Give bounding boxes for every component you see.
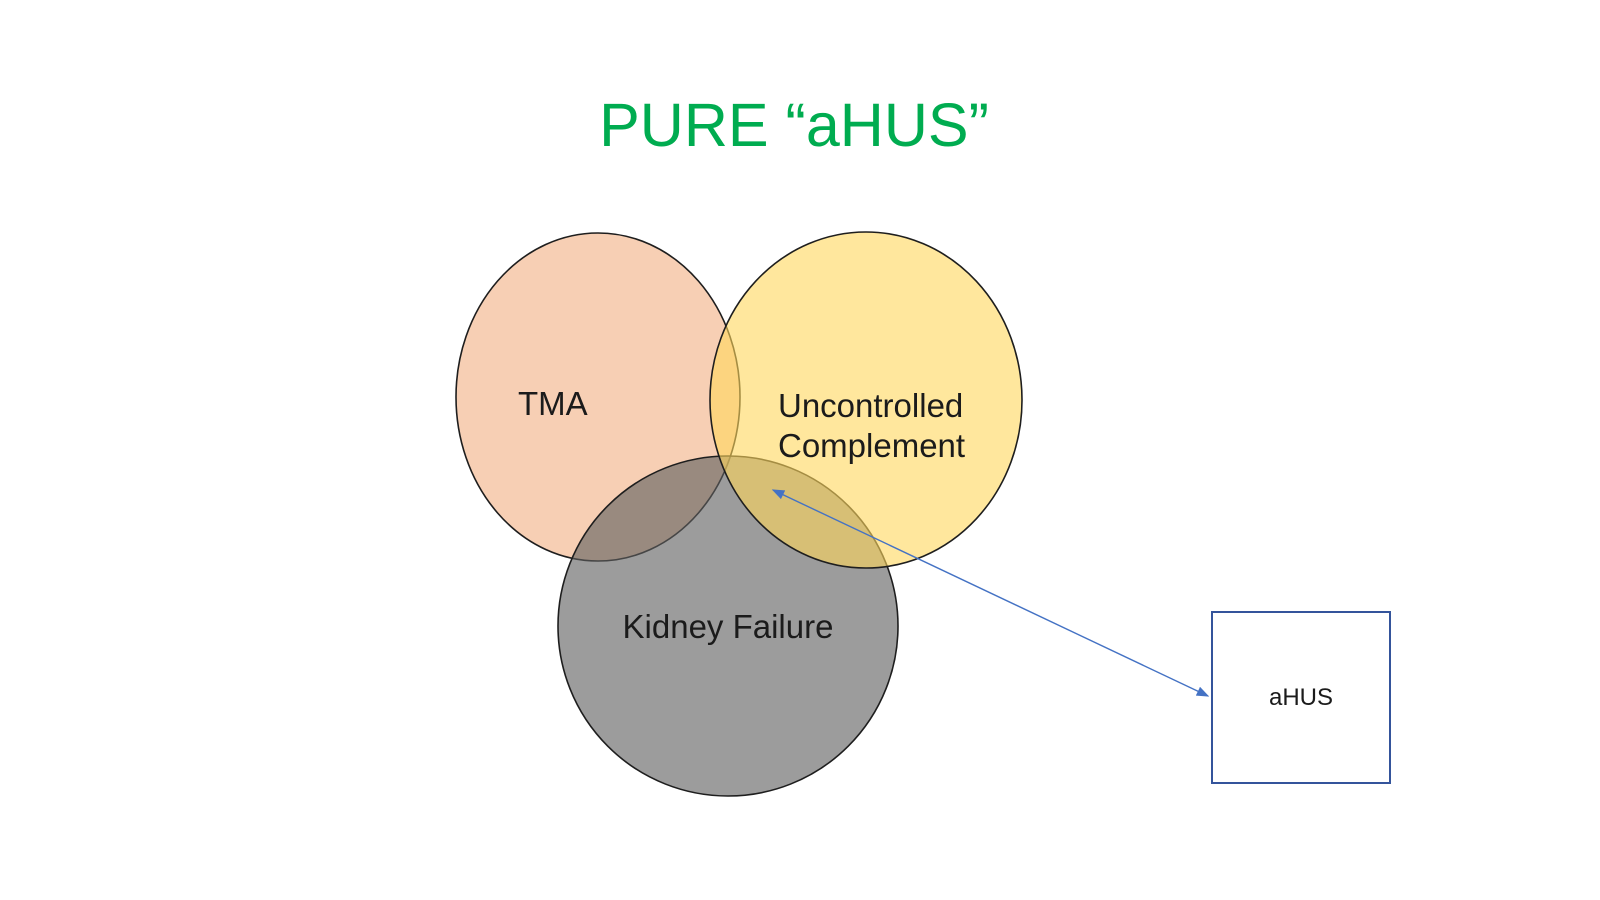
uncontrolled-complement-label-line1: Uncontrolled — [778, 387, 963, 424]
ahus-box-label: aHUS — [1268, 683, 1334, 711]
tma-label: TMA — [518, 385, 588, 422]
kidney-failure-label: Kidney Failure — [623, 608, 834, 645]
ahus-box: aHUS — [1211, 611, 1391, 784]
ahus-connector-arrow — [771, 489, 1210, 697]
uncontrolled-complement-label-line2: Complement — [778, 427, 965, 464]
slide-title: PURE “aHUS” — [599, 91, 989, 159]
